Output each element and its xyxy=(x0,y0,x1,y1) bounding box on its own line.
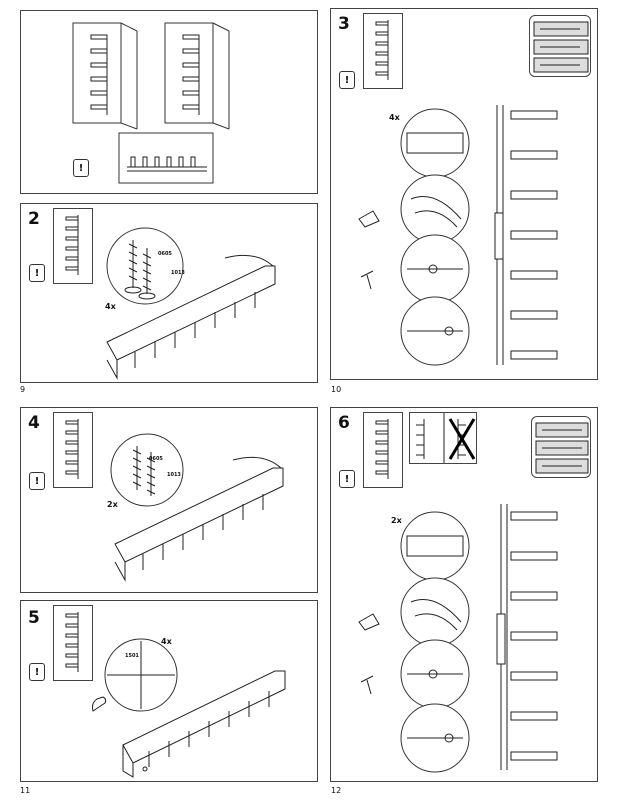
page-number: 9 xyxy=(20,385,26,394)
step-3-panel: 3 ! 4x xyxy=(330,8,598,380)
step-6-panel: 6 ! 2x xyxy=(330,407,598,782)
step-5-panel: 5 ! 4x 1501 xyxy=(20,600,318,782)
part-number-label: 0605 xyxy=(149,456,163,462)
screw-detail-circle xyxy=(110,433,184,507)
warning-icon: ! xyxy=(73,159,89,177)
shelf-horizontal-illustration xyxy=(118,132,214,184)
page-number: 11 xyxy=(20,786,31,795)
drill-detail-circles xyxy=(358,108,470,366)
warning-icon: ! xyxy=(29,472,45,490)
part-number-label: 1501 xyxy=(125,653,139,659)
quantity-label: 4x xyxy=(389,113,400,122)
page-number: 10 xyxy=(331,385,342,394)
wall-mounted-shelf-illustration xyxy=(494,105,558,365)
screw-detail-circle xyxy=(106,227,184,305)
shelf-thumbnail xyxy=(363,13,403,89)
step-number: 3 xyxy=(338,14,350,34)
drill-detail-circles xyxy=(358,511,470,773)
step-number: 6 xyxy=(338,413,350,433)
shelf-thumbnail xyxy=(53,412,93,488)
warning-icon: ! xyxy=(29,663,45,681)
warning-icon: ! xyxy=(339,71,355,89)
page-9-top-panel: ! xyxy=(20,10,318,194)
quantity-label: 2x xyxy=(391,516,402,525)
wall-anchor-thumbnail xyxy=(529,15,591,77)
wall-anchor-thumbnail xyxy=(531,416,591,478)
shelf-board-illustration xyxy=(106,254,276,380)
part-number-label: 1013 xyxy=(167,472,181,478)
quantity-label: 2x xyxy=(107,500,118,509)
rear-panel-detail-circle xyxy=(104,638,178,712)
step-number: 4 xyxy=(28,413,40,433)
shelf-thumbnail xyxy=(53,605,93,681)
wall-mounted-shelf-illustration xyxy=(496,504,558,770)
wrong-orientation-thumbnail xyxy=(409,412,477,464)
shelf-corner-illustration-right xyxy=(164,22,230,130)
shelf-corner-illustration-left xyxy=(72,22,138,130)
shelf-board-illustration xyxy=(122,670,286,778)
step-number: 2 xyxy=(28,209,40,229)
step-4-panel: 4 ! 2x 0605 1013 xyxy=(20,407,318,593)
quantity-label: 4x xyxy=(105,302,116,311)
shelf-thumbnail xyxy=(53,208,93,284)
step-number: 5 xyxy=(28,608,40,628)
part-number-label: 0605 xyxy=(158,251,172,257)
part-number-label: 1013 xyxy=(171,270,185,276)
step-2-panel: 2 ! 4x 0605 1013 xyxy=(20,203,318,383)
warning-icon: ! xyxy=(29,264,45,282)
warning-icon: ! xyxy=(339,470,355,488)
shelf-thumbnail xyxy=(363,412,403,488)
page-number: 12 xyxy=(331,786,342,795)
shelf-board-illustration xyxy=(114,456,284,582)
quantity-label: 4x xyxy=(161,637,172,646)
hand-icon xyxy=(92,696,107,712)
